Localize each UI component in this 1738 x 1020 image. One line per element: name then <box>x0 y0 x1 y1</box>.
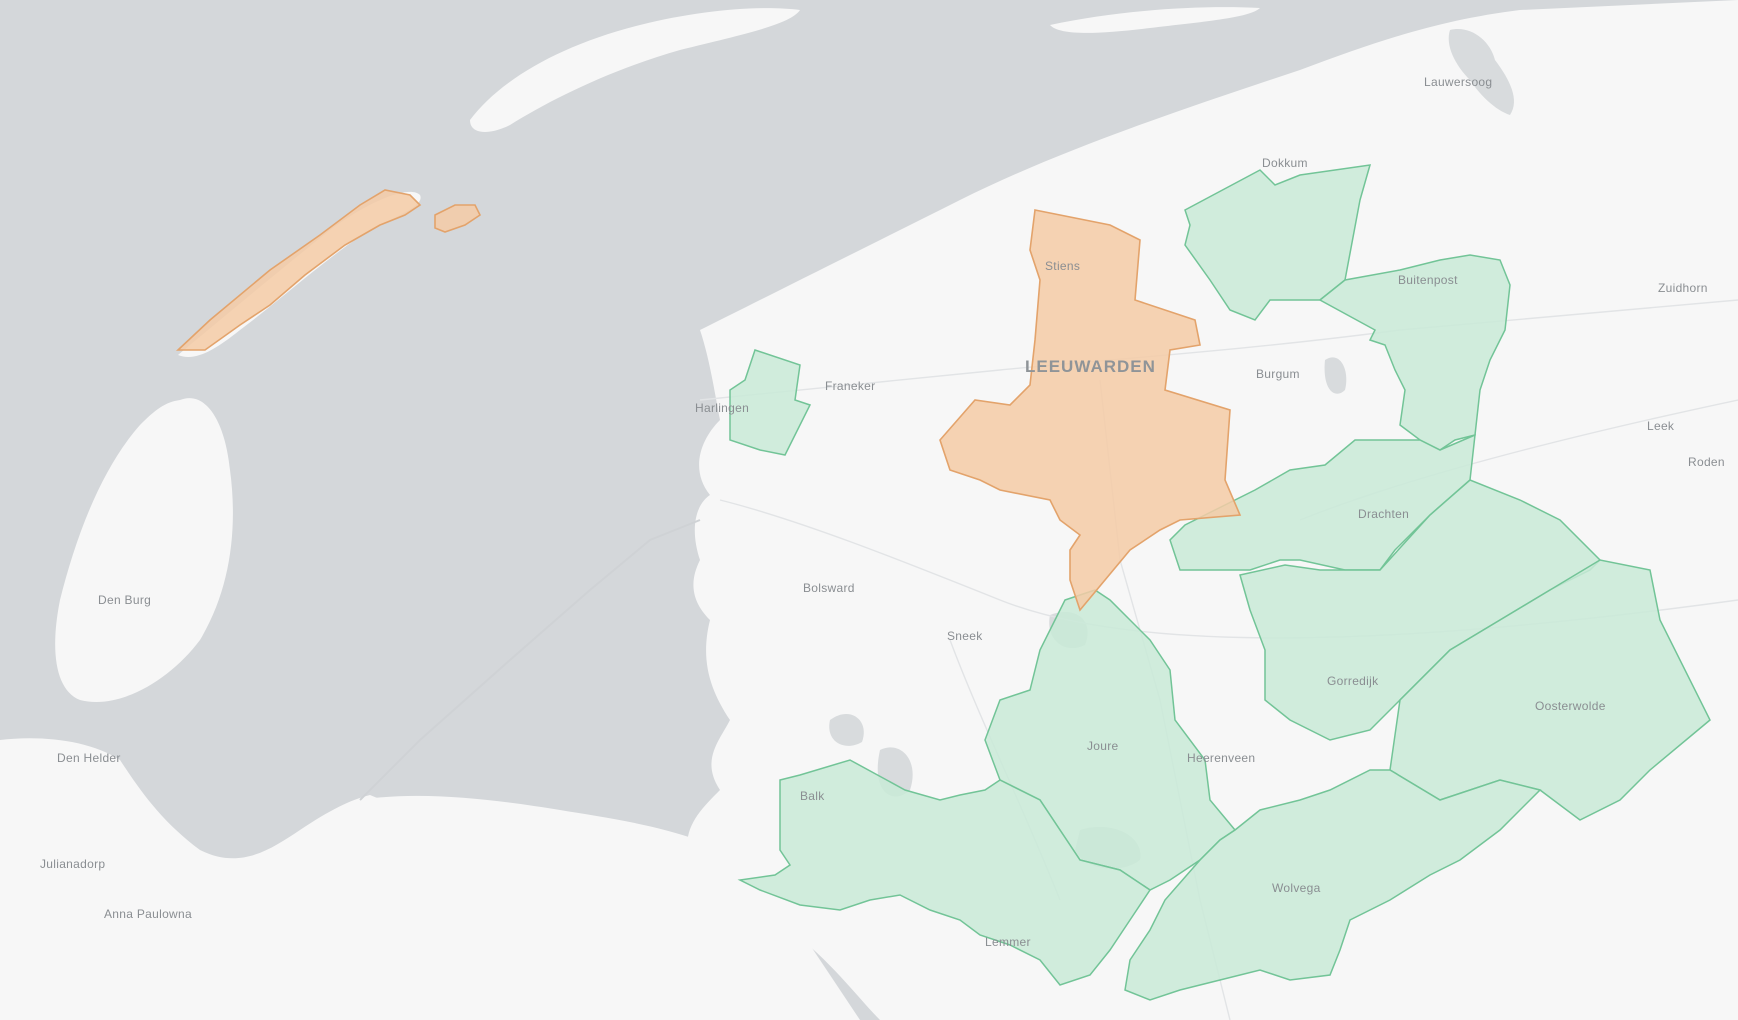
lake-heegermeer <box>829 713 864 746</box>
label-dokkum[interactable]: Dokkum <box>1262 156 1308 170</box>
label-buitenpost[interactable]: Buitenpost <box>1398 273 1458 287</box>
label-roden[interactable]: Roden <box>1688 455 1725 469</box>
region-harlingen[interactable] <box>729 349 812 456</box>
label-den-burg[interactable]: Den Burg <box>98 593 151 607</box>
label-drachten[interactable]: Drachten <box>1358 507 1409 521</box>
region-heerenveen[interactable] <box>984 589 1237 891</box>
mainland-north-holland <box>0 738 440 1020</box>
label-harlingen[interactable]: Harlingen <box>695 401 749 415</box>
label-den-helder[interactable]: Den Helder <box>57 751 121 765</box>
label-zuidhorn[interactable]: Zuidhorn <box>1658 281 1708 295</box>
region-terschelling[interactable] <box>175 189 422 351</box>
island-terschelling <box>470 8 800 132</box>
label-joure[interactable]: Joure <box>1087 739 1119 753</box>
label-balk[interactable]: Balk <box>800 789 825 803</box>
label-heerenveen[interactable]: Heerenveen <box>1187 751 1255 765</box>
label-leek[interactable]: Leek <box>1647 419 1675 433</box>
afsluitdijk-east-land <box>360 795 860 1020</box>
afsluitdijk <box>359 519 701 801</box>
label-leeuwarden[interactable]: LEEUWARDEN <box>1025 357 1156 376</box>
region-terschelling-east[interactable] <box>434 204 482 233</box>
lake-burgum <box>1324 357 1347 394</box>
label-burgum[interactable]: Burgum <box>1256 367 1300 381</box>
label-franeker[interactable]: Franeker <box>825 379 875 393</box>
label-wolvega[interactable]: Wolvega <box>1272 881 1321 895</box>
region-weststellingwerf[interactable] <box>1124 769 1542 1001</box>
lauwersmeer <box>1448 29 1515 115</box>
label-oosterwolde[interactable]: Oosterwolde <box>1535 699 1606 713</box>
region-ooststellingwerf[interactable] <box>1389 559 1711 821</box>
region-smallingerland[interactable] <box>1169 433 1476 571</box>
label-julianadorp[interactable]: Julianadorp <box>40 857 105 871</box>
road-1 <box>699 299 1738 401</box>
region-de-fryske-marren[interactable] <box>737 759 1152 986</box>
label-lauwersoog[interactable]: Lauwersoog <box>1424 75 1492 89</box>
label-stiens[interactable]: Stiens <box>1045 259 1080 273</box>
label-anna-paulowna[interactable]: Anna Paulowna <box>104 907 192 921</box>
island-texel <box>55 398 233 702</box>
label-sneek[interactable]: Sneek <box>947 629 983 643</box>
label-lemmer[interactable]: Lemmer <box>985 935 1031 949</box>
label-gorredijk[interactable]: Gorredijk <box>1327 674 1379 688</box>
island-ameland <box>1050 7 1260 33</box>
region-leeuwarden[interactable] <box>939 209 1242 612</box>
label-bolsward[interactable]: Bolsward <box>803 581 855 595</box>
